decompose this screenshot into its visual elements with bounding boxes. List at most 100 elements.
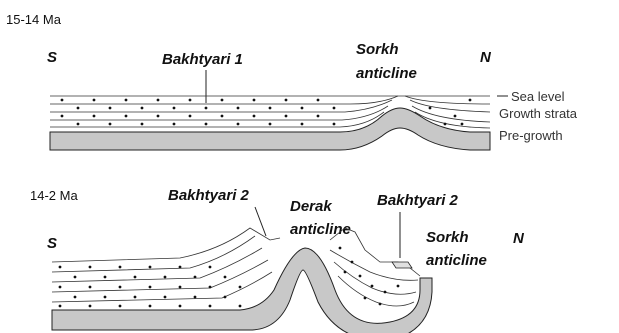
sediment-dot [125,99,128,102]
sediment-dot [224,276,227,279]
legend-pre-growth: Pre-growth [499,128,563,143]
sediment-dot [344,271,347,274]
sediment-dot [59,305,62,308]
sediment-dot [119,305,122,308]
legend-growth-strata: Growth strata [499,106,578,121]
panel-2-strata-c [52,260,268,292]
panel-2-strata-g [338,276,414,306]
sediment-dot [179,305,182,308]
sediment-dot [351,261,354,264]
sediment-dot [173,123,176,126]
sediment-dot [339,247,342,250]
sediment-dot [364,297,367,300]
sediment-dot [149,305,152,308]
sediment-dot [164,296,167,299]
sediment-dot [253,99,256,102]
panel-2: 14-2 Ma S N Bakhtyari 2 Bakhtyari 2 Dera… [30,187,525,333]
panel-2-derak-line-2: anticline [290,221,351,238]
sediment-dot [317,115,320,118]
sediment-dot [469,99,472,102]
sediment-dot [333,107,336,110]
panel-2-sorkh-line-2: anticline [426,252,487,269]
sediment-dot [301,107,304,110]
sediment-dot [74,276,77,279]
sediment-dot [209,266,212,269]
sediment-dot [134,276,137,279]
sediment-dot [454,115,457,118]
sediment-dot [371,285,374,288]
sediment-dot [89,266,92,269]
panel-2-strata-a [52,236,255,272]
sediment-dot [119,286,122,289]
sediment-dot [379,303,382,306]
sediment-dot [317,99,320,102]
sediment-dot [224,296,227,299]
panel-1-structure-line-1: Sorkh [356,41,399,58]
sediment-dot [104,296,107,299]
sediment-dot [444,123,447,126]
sediment-dot [205,123,208,126]
sediment-dot [221,115,224,118]
sediment-dot [93,99,96,102]
sediment-dot [237,123,240,126]
sediment-dot [359,275,362,278]
sediment-dot [77,107,80,110]
sediment-dot [179,266,182,269]
sediment-dot [194,276,197,279]
sediment-dot [189,99,192,102]
panel-1-unit-label: Bakhtyari 1 [162,51,243,68]
sediment-dot [269,123,272,126]
sediment-dot [141,107,144,110]
sediment-dot [59,286,62,289]
panel-1-north: N [480,49,492,66]
sediment-dot [89,305,92,308]
sediment-dot [397,285,400,288]
sediment-dot [74,296,77,299]
panel-2-strata-b [52,248,262,282]
panel-1-south: S [47,49,57,66]
sediment-dot [429,107,432,110]
sediment-dot [149,266,152,269]
sediment-dot [253,115,256,118]
sediment-dot [104,276,107,279]
sediment-dot [239,286,242,289]
panel-1-age: 15-14 Ma [6,12,62,27]
sediment-dot [93,115,96,118]
sediment-dot [61,115,64,118]
sediment-dot [285,99,288,102]
sediment-dot [384,291,387,294]
sediment-dot [239,305,242,308]
sediment-dot [189,115,192,118]
sediment-dot [89,286,92,289]
sediment-dot [149,286,152,289]
panel-2-right-lens [392,262,412,268]
sediment-dot [134,296,137,299]
panel-2-sorkh-line-1: Sorkh [426,229,469,246]
sediment-dot [285,115,288,118]
sediment-dot [61,99,64,102]
sediment-dot [141,123,144,126]
sediment-dot [157,115,160,118]
panel-1-structure-line-2: anticline [356,65,417,82]
panel-2-unit-right: Bakhtyari 2 [377,192,459,209]
sediment-dot [461,123,464,126]
panel-1-pre-growth-layer [50,108,490,150]
sediment-dot [333,123,336,126]
sediment-dot [209,305,212,308]
sediment-dot [109,123,112,126]
sediment-dot [194,296,197,299]
sediment-dot [179,286,182,289]
sediment-dot [269,107,272,110]
sediment-dot [173,107,176,110]
sediment-dot [301,123,304,126]
sediment-dot [164,276,167,279]
panel-1: 15-14 Ma S N Bakhtyari 1 Sorkh anticline… [6,12,578,150]
sediment-dot [237,107,240,110]
panel-2-sediment-dots [59,247,400,308]
sediment-dot [221,99,224,102]
sediment-dot [59,266,62,269]
sediment-dot [205,107,208,110]
panel-2-age: 14-2 Ma [30,188,78,203]
panel-2-derak-line-1: Derak [290,198,332,215]
